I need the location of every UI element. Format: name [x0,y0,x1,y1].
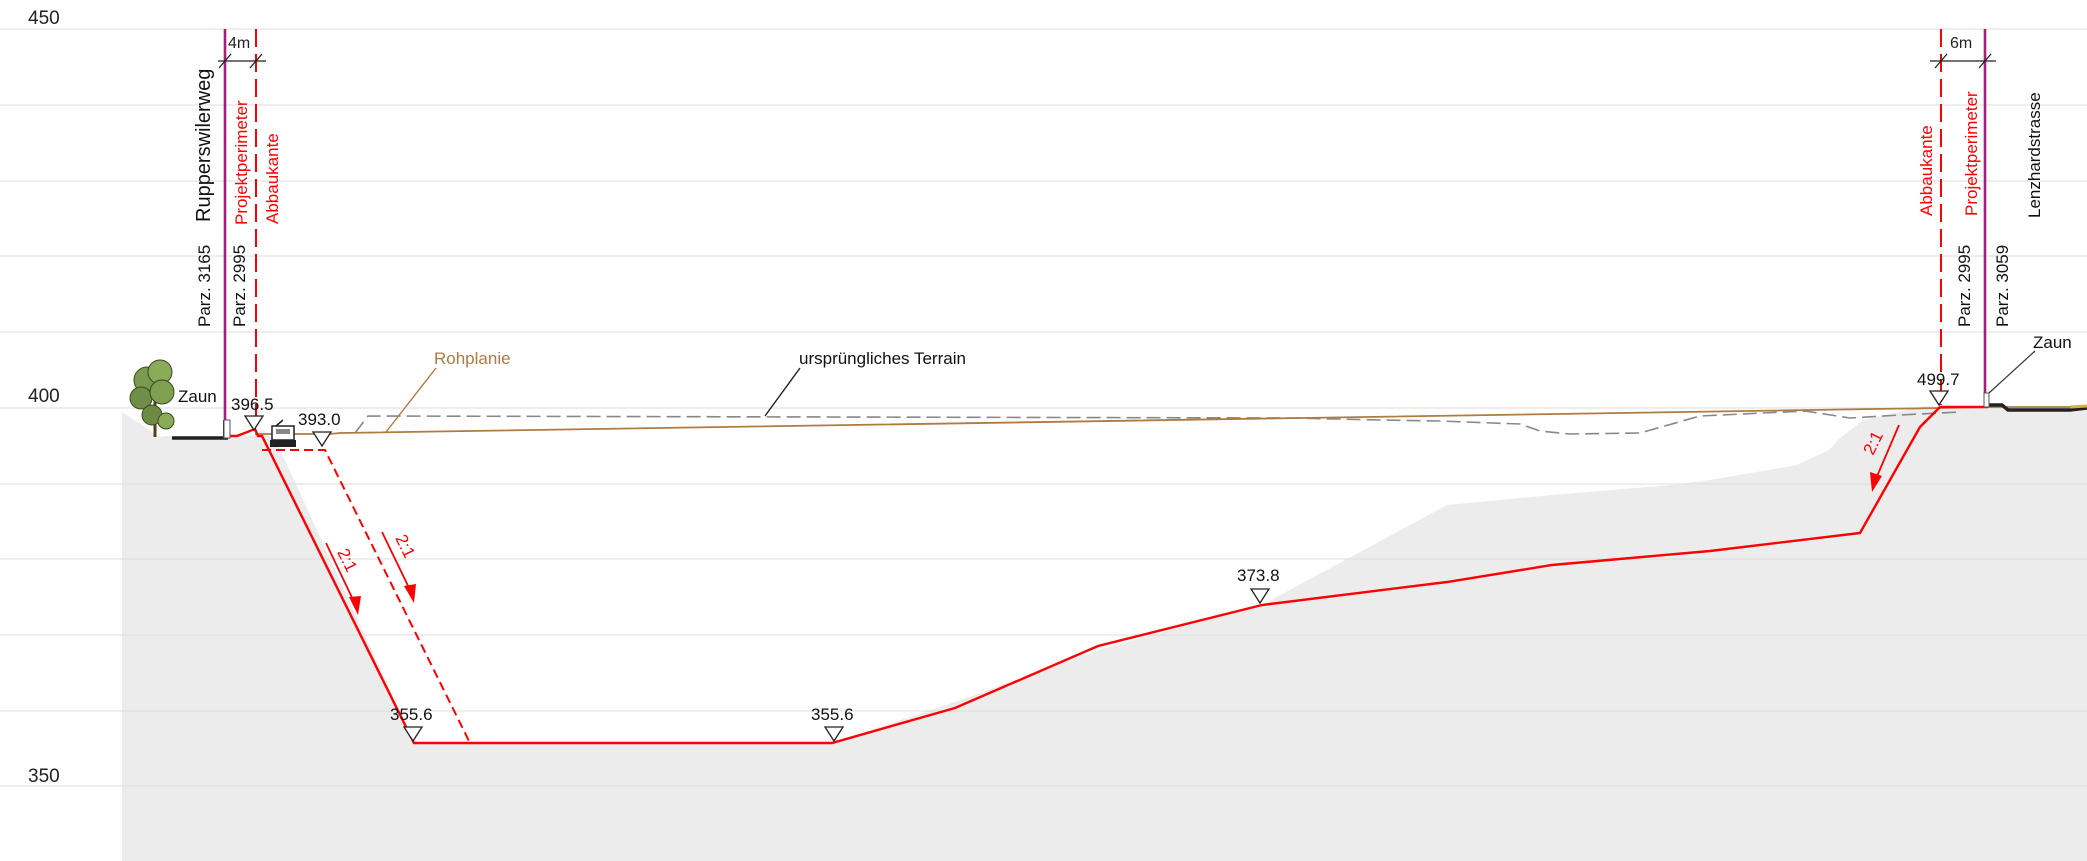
level-marker-rough-left [311,431,333,448]
right-offset-dimension [1930,53,1996,69]
elevation-label-350: 350 [28,766,60,787]
level-marker-right-top [1928,390,1950,407]
ground-fill [122,406,2087,861]
grid-lines [0,28,2087,787]
left-parcel-a-label: Parz. 3165 [195,245,214,327]
slope-label-left-final: 2:1 [333,545,360,575]
original-terrain-label: ursprüngliches Terrain [799,349,966,368]
rough-grade-line [255,406,2087,435]
right-road-surface [1988,403,2087,412]
original-terrain-leader [764,367,801,417]
level-marker-mid [1249,588,1271,605]
right-fence-label: Zaun [2033,333,2072,352]
right-offset-label: 6m [1950,35,1972,52]
right-parcel-a-label: Parz. 2995 [1955,245,1974,327]
left-fence-icon [223,419,231,439]
left-abbaukante-label: Abbaukante [263,133,282,224]
level-label-right-top: 499.7 [1917,370,1960,389]
right-road-label: Lenzhardstrasse [2025,92,2044,218]
slope-arrow-left-temp [381,531,416,603]
level-label-bottom-left: 355.6 [390,705,433,724]
right-abbaukante-label: Abbaukante [1917,125,1936,216]
level-label-left-top: 396.5 [231,395,274,414]
right-fence-icon [1983,350,2036,408]
level-label-bottom-mid: 355.6 [811,705,854,724]
left-offset-dimension [218,53,266,69]
temporary-slope-line [262,449,471,744]
slope-label-left-temp: 2:1 [391,531,418,561]
right-parcel-b-label: Parz. 3059 [1993,245,2012,327]
elevation-label-450: 450 [28,8,60,29]
left-parcel-b-label: Parz. 2995 [230,245,249,327]
excavator-icon [270,419,296,447]
slope-arrow-left-final [325,542,361,615]
level-label-mid: 373.8 [1237,566,1280,585]
left-offset-label: 4m [228,35,250,52]
left-road-label: Rupperswilerweg [193,69,215,222]
elevation-label-400: 400 [28,386,60,407]
right-perimeter-label: Projektperimeter [1962,91,1981,216]
level-marker-left-top [243,415,265,432]
left-perimeter-label: Projektperimeter [232,100,251,225]
left-fence-label: Zaun [178,387,217,406]
tree-icon [129,359,175,437]
original-terrain-line [354,410,1961,435]
excavation-profile [230,405,1988,745]
rough-grade-leader [385,367,437,433]
level-marker-bottom-mid [823,726,845,743]
slope-arrow-right [1870,424,1900,492]
level-label-rough-left: 393.0 [298,410,341,429]
level-marker-bottom-left [402,726,424,743]
rough-grade-label: Rohplanie [434,349,511,368]
right-road-edge [2069,404,2087,409]
